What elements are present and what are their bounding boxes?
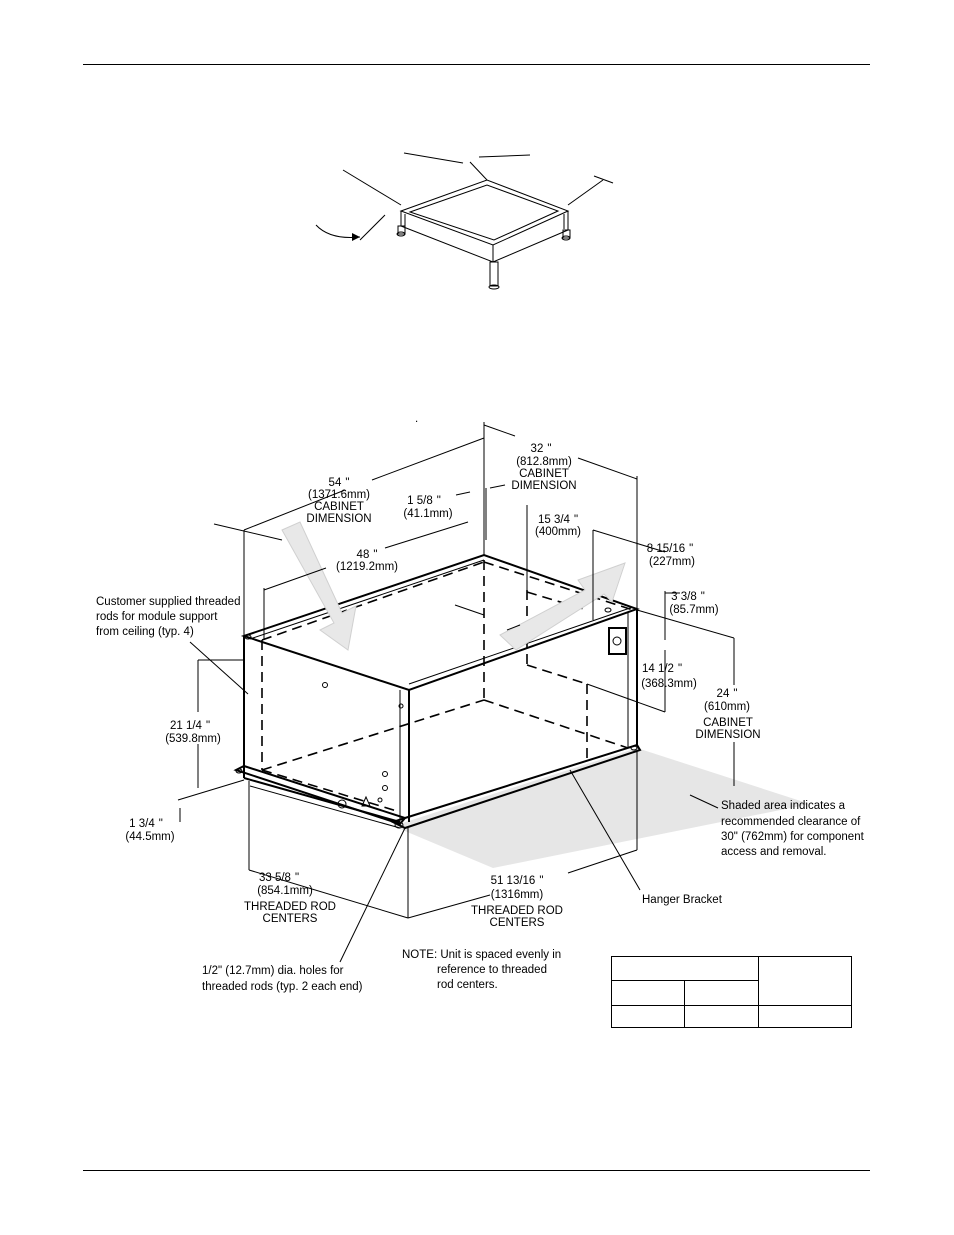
rod-48-mm: (1219.2mm): [336, 561, 398, 573]
cabinet-depth-dimension: DIMENSION: [511, 480, 576, 492]
note-line3: rod centers.: [437, 979, 498, 991]
height-21-label: 21 1/4": [170, 720, 210, 732]
offset-label: 1 5/8": [407, 495, 441, 507]
shaded-area-line2: recommended clearance of: [721, 816, 861, 828]
table-cell: [684, 1004, 759, 1029]
height-21-mm: (539.8mm): [165, 733, 221, 745]
cabinet-height-mm: (610mm): [704, 701, 750, 713]
cabinet-height-dimension: DIMENSION: [695, 729, 760, 741]
table-cell: [758, 1004, 852, 1029]
rod-centers-51-centers: CENTERS: [490, 917, 545, 929]
cabinet-height-cabinet: CABINET: [703, 717, 753, 729]
rod-centers-33-centers: CENTERS: [263, 913, 318, 925]
depth-8-mm: (227mm): [649, 556, 695, 568]
cabinet-height-label: 24": [717, 688, 738, 700]
table-cell: [611, 980, 685, 1006]
module-drawing: [177, 422, 810, 963]
customer-rods-line2: rods for module support: [96, 611, 218, 623]
shaded-area-line1: Shaded area indicates a: [721, 800, 846, 812]
module-top: [240, 553, 640, 692]
customer-rods-line3: from ceiling (typ. 4): [96, 626, 194, 638]
rod-centers-51-label: 51 13/16": [491, 875, 544, 887]
rod-centers-33-label: 33 5/8": [259, 872, 299, 884]
cabinet-depth-label: 32": [531, 443, 552, 455]
stand-top-outer: [399, 179, 570, 246]
cabinet-length-cabinet: CABINET: [314, 501, 364, 513]
height-14-label: 14 1/2": [642, 663, 682, 675]
rod-centers-33-mm: (854.1mm): [257, 885, 313, 897]
rod-centers-51-mm: (1316mm): [491, 889, 544, 901]
note-line1: NOTE: Unit is spaced evenly in: [402, 949, 561, 961]
dimension-table: [611, 955, 852, 1029]
cabinet-length-dimension: DIMENSION: [306, 513, 371, 525]
table-cell: [611, 1004, 685, 1029]
stand-top-inner: [408, 184, 560, 241]
depth-15-label: 15 3/4": [538, 514, 578, 526]
cabinet-depth-cabinet: CABINET: [519, 468, 569, 480]
bottom-rule: [83, 1170, 870, 1171]
depth-15-mm: (400mm): [535, 526, 581, 538]
airflow-in-arrow: [281, 521, 357, 651]
height-3-mm: (85.7mm): [669, 604, 718, 616]
height-14-mm: (368.3mm): [641, 678, 697, 690]
floor-stand-drawing: [315, 152, 614, 290]
cabinet-length-label: 54": [329, 477, 350, 489]
hanger-bracket-label: Hanger Bracket: [642, 894, 723, 906]
cabinet-depth-mm: (812.8mm): [516, 456, 572, 468]
holes-line2: threaded rods (typ. 2 each end): [202, 981, 363, 993]
height-1-mm: (44.5mm): [125, 831, 174, 843]
cabinet-length-mm: (1371.6mm): [308, 489, 370, 501]
stray-mark: .: [415, 413, 418, 425]
rod-centers-33-threaded: THREADED ROD: [244, 901, 336, 913]
airflow-out-arrow: [499, 562, 626, 651]
offset-mm: (41.1mm): [403, 508, 452, 520]
height-1-label: 1 3/4": [129, 818, 163, 830]
stand-leg: [489, 261, 499, 287]
note-line2: reference to threaded: [437, 964, 547, 976]
holes-line1: 1/2" (12.7mm) dia. holes for: [202, 965, 344, 977]
stand-leg: [397, 225, 406, 235]
rod-centers-51-threaded: THREADED ROD: [471, 905, 563, 917]
table-cell: [758, 956, 852, 1006]
clearance-shaded-area: [393, 748, 810, 868]
rod-48-label: 48": [357, 549, 378, 561]
hanger-bracket-front: [390, 743, 642, 830]
table-cell: [684, 980, 759, 1006]
shaded-area-line4: access and removal.: [721, 846, 826, 858]
depth-8-label: 8 15/16": [647, 543, 693, 555]
stand-leg: [562, 229, 571, 239]
table-cell: [611, 955, 759, 982]
shaded-area-line3: 30" (762mm) for component: [721, 831, 865, 843]
electrical-box: [608, 627, 627, 655]
top-rule: [83, 64, 870, 65]
customer-rods-line1: Customer supplied threaded: [96, 596, 240, 608]
height-3-label: 3 3/8": [671, 591, 705, 603]
